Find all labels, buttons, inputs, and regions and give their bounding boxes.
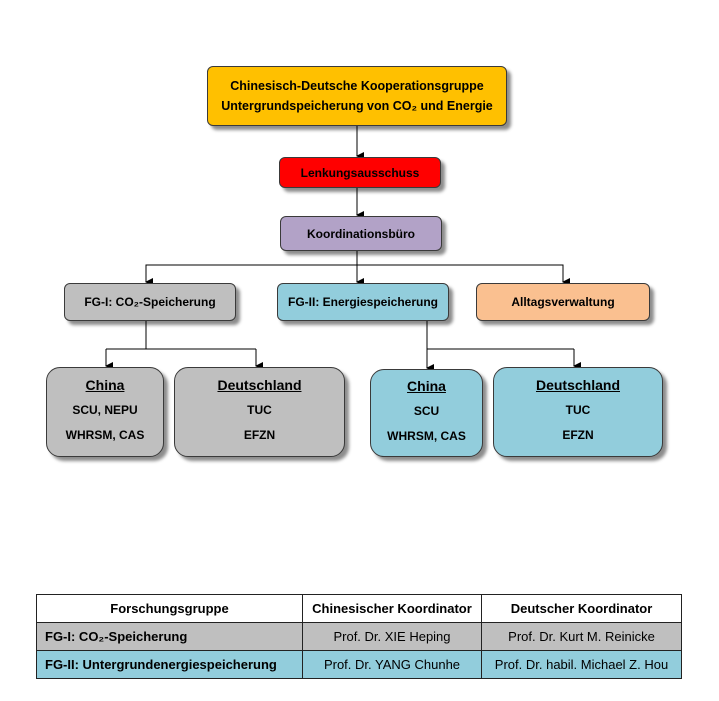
table-row: FG-II: Untergrundenergiespeicherung Prof…: [36, 650, 682, 679]
fg1-germany-title: Deutschland: [217, 376, 302, 393]
fg1-china-title: China: [85, 376, 125, 393]
fg2-germany-title: Deutschland: [535, 376, 620, 393]
coordinator-table: Forschungsgruppe Chinesischer Koordinato…: [36, 594, 682, 679]
table-row: FG-I: CO₂-Speicherung Prof. Dr. XIE Hepi…: [36, 622, 682, 651]
table-header-row: Forschungsgruppe Chinesischer Koordinato…: [36, 594, 682, 623]
header-german-coordinator: Deutscher Koordinator: [481, 594, 682, 623]
fg1-label: FG-I: CO₂-Speicherung: [84, 295, 216, 309]
table-cell-chinese: Prof. Dr. YANG Chunhe: [302, 650, 482, 679]
fg1-box: FG-I: CO₂-Speicherung: [64, 283, 236, 321]
fg1-china-box: China SCU, NEPU WHRSM, CAS: [46, 367, 164, 457]
table-cell-german: Prof. Dr. Kurt M. Reinicke: [481, 622, 682, 651]
cooperation-group-box: Chinesisch-Deutsche Kooperationsgruppe U…: [207, 66, 507, 126]
table-cell-group: FG-II: Untergrundenergiespeicherung: [36, 650, 303, 679]
coordination-office-box: Koordinationsbüro: [280, 216, 442, 251]
table-cell-group: FG-I: CO₂-Speicherung: [36, 622, 303, 651]
fg2-china-box: China SCU WHRSM, CAS: [370, 369, 483, 457]
branch-office-line: [145, 264, 564, 282]
cooperation-group-subtitle: Untergrundspeicherung von CO₂ und Energi…: [221, 99, 493, 113]
header-chinese-coordinator: Chinesischer Koordinator: [302, 594, 482, 623]
fg2-china-line1: SCU: [413, 403, 440, 418]
fg2-china-line2: WHRSM, CAS: [387, 428, 466, 443]
admin-box: Alltagsverwaltung: [476, 283, 650, 321]
fg2-germany-line2: EFZN: [562, 427, 594, 442]
table-cell-chinese: Prof. Dr. XIE Heping: [302, 622, 482, 651]
admin-label: Alltagsverwaltung: [511, 295, 615, 309]
fg1-germany-line2: EFZN: [243, 427, 276, 442]
fg2-box: FG-II: Energiespeicherung: [277, 283, 449, 321]
fg2-germany-box: Deutschland TUC EFZN: [493, 367, 663, 457]
steering-committee-box: Lenkungsausschuss: [279, 157, 441, 188]
coordination-office-label: Koordinationsbüro: [307, 226, 415, 241]
fg1-germany-box: Deutschland TUC EFZN: [174, 367, 345, 457]
fg1-china-line2: WHRSM, CAS: [65, 427, 145, 442]
steering-committee-label: Lenkungsausschuss: [300, 165, 420, 180]
cooperation-group-title: Chinesisch-Deutsche Kooperationsgruppe: [230, 79, 484, 93]
fg2-germany-line1: TUC: [565, 402, 591, 417]
table-cell-german: Prof. Dr. habil. Michael Z. Hou: [481, 650, 682, 679]
fg1-china-line1: SCU, NEPU: [72, 402, 138, 417]
fg2-label: FG-II: Energiespeicherung: [287, 295, 439, 309]
fg2-china-title: China: [407, 377, 446, 394]
fg1-germany-line1: TUC: [247, 402, 272, 417]
header-research-group: Forschungsgruppe: [36, 594, 303, 623]
